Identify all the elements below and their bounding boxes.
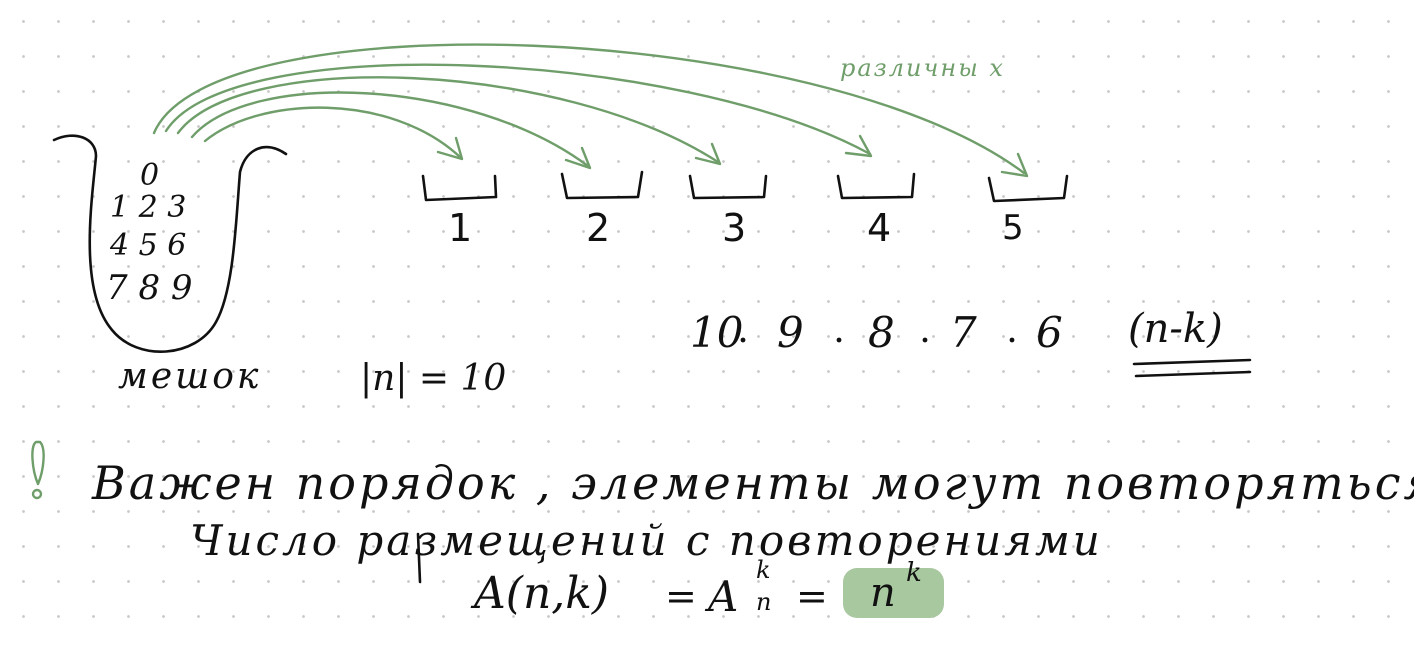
product-dot bbox=[1009, 337, 1015, 343]
arrow-to-slot-1 bbox=[203, 106, 462, 159]
bag-digit-0: 0 bbox=[140, 158, 160, 193]
formula-result-sup: k bbox=[906, 558, 922, 588]
product-factor-9: 9 bbox=[777, 308, 804, 357]
slot-5-bracket bbox=[987, 174, 1069, 203]
product-dot bbox=[740, 337, 746, 343]
arrow-to-slot-2-head bbox=[564, 146, 592, 170]
slot-4-bracket bbox=[836, 172, 916, 200]
bag-digits-789: 7 8 9 bbox=[106, 268, 193, 308]
formula-result-base: n bbox=[870, 570, 896, 616]
formula-equals-2: = bbox=[796, 574, 828, 618]
slot-2-bracket bbox=[560, 170, 644, 200]
underline-1 bbox=[1132, 358, 1252, 366]
formula-a-sub: n bbox=[756, 588, 772, 616]
exclamation-dot bbox=[31, 488, 43, 500]
product-dot bbox=[836, 337, 842, 343]
product-note: (n-k) bbox=[1128, 306, 1223, 352]
result-highlight bbox=[843, 568, 944, 618]
underline-2 bbox=[1134, 370, 1252, 378]
bag-digits-456: 4 5 6 bbox=[110, 228, 187, 263]
formula-a-base: A bbox=[708, 572, 739, 621]
rule-line: Важен порядок , элементы могут повторять… bbox=[92, 456, 1414, 510]
product-factor-8: 8 bbox=[868, 308, 895, 357]
formula-left: A(n,k) bbox=[474, 568, 610, 619]
bag-outline bbox=[52, 134, 288, 353]
arrow-to-slot-5-head bbox=[1000, 152, 1029, 178]
arrow-to-slot-3 bbox=[176, 76, 720, 164]
exclamation-stroke bbox=[31, 440, 45, 486]
bag-digits-123: 1 2 3 bbox=[110, 190, 187, 225]
slot-number-3: 3 bbox=[722, 206, 747, 250]
product-dot bbox=[922, 337, 928, 343]
slot-1-bracket bbox=[421, 174, 498, 202]
arrow-to-slot-4 bbox=[164, 63, 872, 156]
formula-equals-1: = bbox=[665, 574, 697, 618]
heading: Число размещений с повторениями bbox=[190, 516, 1103, 565]
slot-3-bracket bbox=[688, 174, 768, 200]
arrow-to-slot-4-head bbox=[844, 134, 873, 158]
arrow-to-slot-2 bbox=[190, 91, 590, 168]
product-factor-6: 6 bbox=[1036, 308, 1063, 357]
slot-number-1: 1 bbox=[448, 206, 473, 250]
bag-label: мешок bbox=[118, 356, 262, 397]
arrows-label: различны x bbox=[840, 54, 1005, 82]
bag-size: |n| = 10 bbox=[360, 358, 507, 399]
product-factor-7: 7 bbox=[950, 308, 977, 357]
formula-a-sup: k bbox=[756, 556, 771, 584]
slot-number-2: 2 bbox=[586, 206, 611, 250]
slot-number-4: 4 bbox=[867, 206, 892, 250]
bracket-tick bbox=[416, 532, 422, 584]
product-factor-10: 10 bbox=[690, 308, 744, 357]
slot-number-5: 5 bbox=[1002, 208, 1024, 248]
arrow-to-slot-3-head bbox=[694, 142, 722, 166]
arrow-to-slot-5 bbox=[152, 43, 1026, 175]
arrow-to-slot-1-head bbox=[436, 136, 464, 161]
